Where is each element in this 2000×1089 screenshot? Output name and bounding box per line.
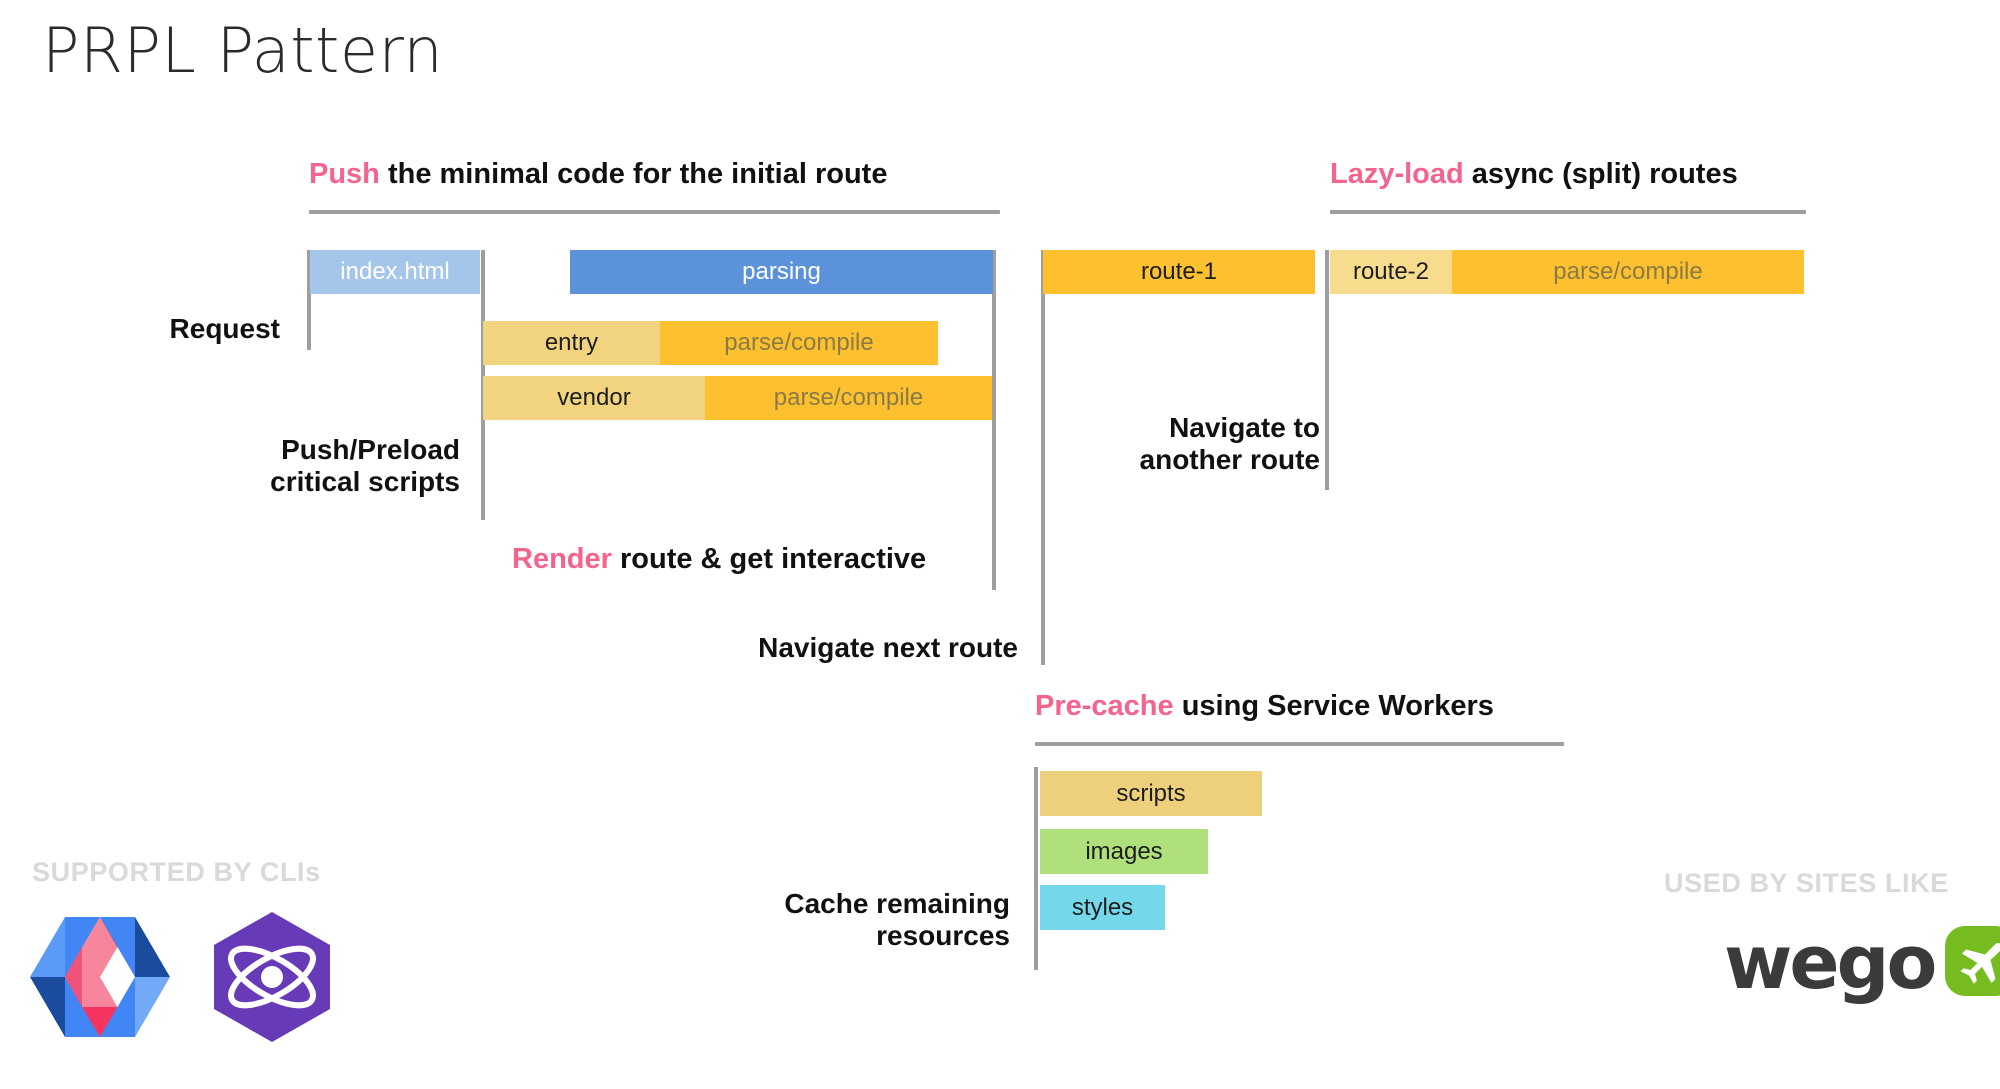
footnote-supported-by: SUPPORTED BY CLIs	[32, 857, 321, 887]
section-keyword-lazy: Lazy-load	[1330, 158, 1464, 190]
bar-vendor: vendor parse/compile	[483, 376, 992, 420]
section-rule-precache	[1035, 742, 1564, 746]
section-heading-lazy: Lazy-load async (split) routes	[1330, 160, 1738, 189]
wego-wordmark: wego	[1724, 920, 1937, 1007]
bar-images: images	[1040, 829, 1208, 874]
bar-segment-route-2-parse-compile: parse/compile	[1452, 250, 1804, 294]
wego-plane-icon	[1944, 925, 2000, 1002]
section-rest-lazy: async (split) routes	[1463, 158, 1738, 190]
guide-line-request	[307, 250, 311, 350]
bar-segment-vendor-parse-compile: parse/compile	[705, 376, 992, 420]
guide-line-navigate-next	[1041, 250, 1045, 665]
bar-segment-entry-parse-compile: parse/compile	[660, 321, 938, 365]
section-heading-precache: Pre-cache using Service Workers	[1035, 692, 1494, 721]
section-rule-lazy	[1330, 210, 1806, 214]
section-rest-precache: using Service Workers	[1173, 690, 1494, 722]
section-rest-render: route & get interactive	[611, 543, 927, 575]
wego-logo: wego	[1724, 925, 2000, 1002]
bar-route-1: route-1	[1043, 250, 1315, 294]
section-heading-render: Render route & get interactive	[512, 545, 926, 574]
bar-segment-vendor: vendor	[483, 376, 705, 420]
section-rule-push	[309, 210, 1000, 214]
guide-line-render	[992, 250, 996, 590]
bar-segment-parsing: parsing	[570, 250, 993, 294]
footnote-used-by: USED BY SITES LIKE	[1664, 868, 1949, 898]
bar-segment-images: images	[1040, 829, 1208, 874]
bar-segment-scripts: scripts	[1040, 771, 1262, 816]
section-heading-push: Push the minimal code for the initial ro…	[309, 160, 887, 189]
bar-parsing: parsing	[570, 250, 993, 294]
row-label-cache-remaining: Cache remaining resources	[784, 888, 1010, 952]
bar-styles: styles	[1040, 885, 1165, 930]
bar-scripts: scripts	[1040, 771, 1262, 816]
guide-line-route2	[1325, 250, 1329, 490]
row-label-request: Request	[169, 313, 280, 344]
row-label-navigate-next: Navigate next route	[758, 632, 1018, 663]
bar-segment-entry: entry	[483, 321, 660, 365]
section-rest-push: the minimal code for the initial route	[379, 158, 888, 190]
row-label-navigate-another: Navigate to another route	[1139, 412, 1320, 476]
polymer-logo-icon	[30, 912, 170, 1047]
section-keyword-push: Push	[309, 158, 380, 190]
guide-line-cache	[1034, 767, 1038, 970]
preact-logo-icon	[210, 910, 334, 1049]
section-keyword-render: Render	[512, 543, 612, 575]
bar-segment-index-html: index.html	[310, 250, 480, 294]
page-title: PRPL Pattern	[42, 14, 444, 87]
bar-route-2: route-2 parse/compile	[1330, 250, 1804, 294]
bar-segment-route-2: route-2	[1330, 250, 1452, 294]
bar-segment-styles: styles	[1040, 885, 1165, 930]
bar-entry: entry parse/compile	[483, 321, 938, 365]
bar-index-html: index.html	[310, 250, 480, 294]
row-label-push-preload: Push/Preload critical scripts	[270, 434, 460, 498]
section-keyword-precache: Pre-cache	[1035, 690, 1174, 722]
bar-segment-route-1: route-1	[1043, 250, 1315, 294]
